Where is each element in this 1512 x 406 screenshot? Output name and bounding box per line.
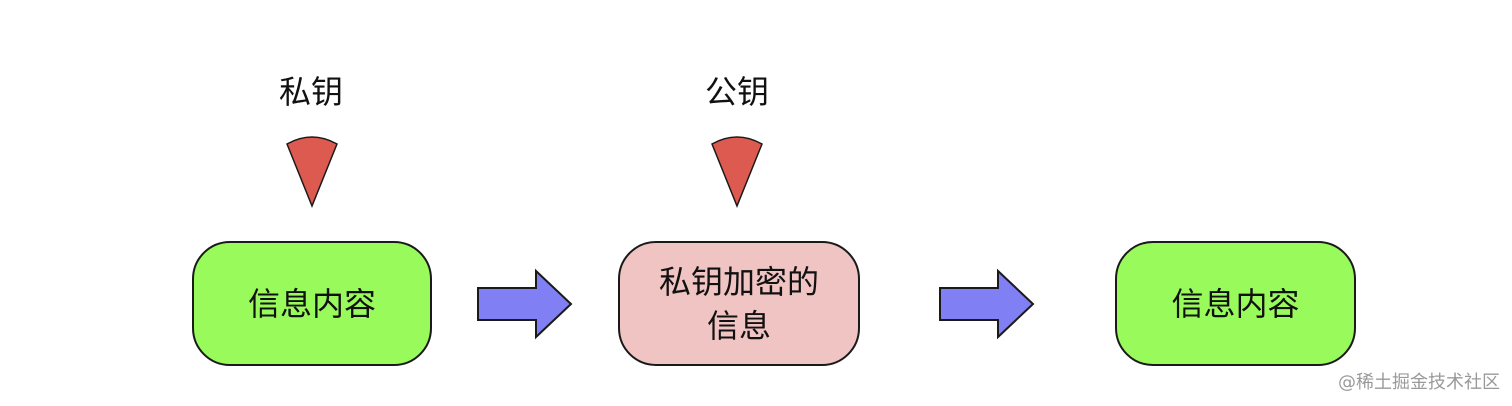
private-key-label: 私钥	[278, 73, 343, 111]
encrypted-message-box: 私钥加密的 信息	[618, 241, 860, 366]
plain-message-box-left: 信息内容	[192, 241, 432, 366]
private-key-wedge-shape	[286, 136, 338, 209]
arrow-right-shape-2	[939, 268, 1035, 340]
plain-message-box-right: 信息内容	[1115, 241, 1356, 366]
watermark-text: @稀土掘金技术社区	[1338, 372, 1500, 393]
encrypted-message-line1: 私钥加密的	[658, 262, 819, 301]
private-key-wedge-icon	[286, 136, 338, 209]
public-key-wedge-shape	[711, 136, 763, 209]
arrow-right-icon-1	[477, 268, 573, 340]
arrow-right-icon-2	[939, 268, 1035, 340]
arrow-right-shape-1	[477, 268, 573, 340]
encrypted-message-text: 私钥加密的 信息	[659, 260, 819, 348]
plain-message-left-text: 信息内容	[247, 284, 376, 323]
public-key-label: 公钥	[704, 73, 769, 111]
public-key-wedge-icon	[711, 136, 763, 209]
plain-message-right-text: 信息内容	[1171, 284, 1300, 323]
encrypted-message-line2: 信息	[706, 306, 771, 345]
